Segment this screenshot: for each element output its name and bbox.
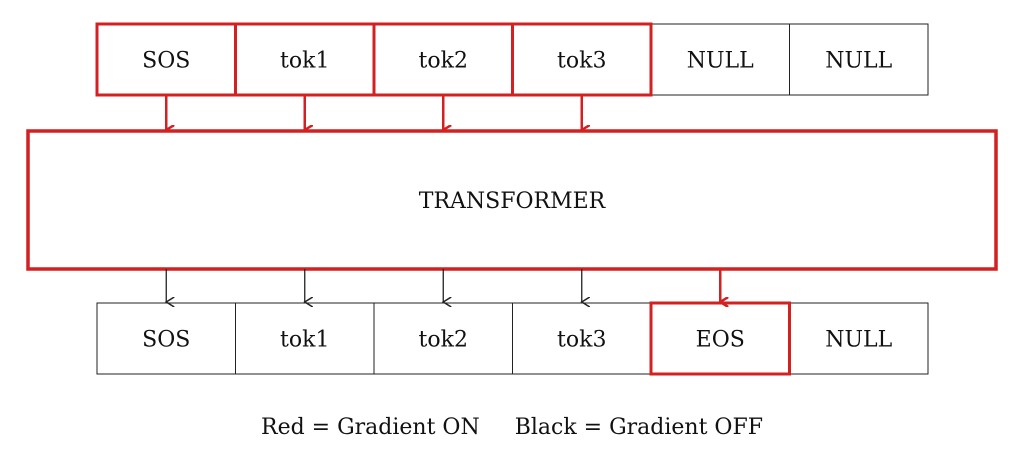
output-token-cell: EOS [649, 301, 791, 376]
output-token-cell: SOS [96, 302, 236, 375]
output-token-cell: NULL [789, 302, 929, 375]
input-token-label: SOS [142, 49, 190, 74]
output-token-label: tok1 [280, 328, 329, 353]
output-token-cell: tok1 [235, 302, 375, 375]
input-token-label: NULL [687, 49, 754, 74]
output-arrows [166, 269, 720, 302]
input-token-cell: NULL [650, 23, 790, 96]
output-token-label: tok2 [419, 328, 468, 353]
transformer-block: TRANSFORMER [26, 129, 998, 271]
transformer-box [26, 129, 998, 271]
output-token-cell: tok3 [512, 302, 652, 375]
input-token-cell: tok3 [511, 22, 653, 97]
input-token-label: tok1 [280, 49, 329, 74]
input-token-cell: NULL [789, 23, 929, 96]
transformer-label: TRANSFORMER [419, 189, 607, 214]
input-token-cell: tok2 [372, 22, 514, 97]
output-token-box [649, 301, 791, 376]
output-token-label: SOS [142, 328, 190, 353]
output-token-label: tok3 [557, 328, 606, 353]
output-token-label: NULL [825, 328, 892, 353]
legend: Red = Gradient ON Black = Gradient OFF [261, 415, 763, 440]
output-token-label: EOS [696, 328, 745, 353]
input-token-cell: SOS [95, 22, 237, 97]
input-token-label: NULL [825, 49, 892, 74]
input-token-cell: tok1 [234, 22, 376, 97]
input-arrows [166, 95, 582, 130]
input-token-box [789, 23, 929, 96]
input-token-row: NULL NULL SOS tok1 tok2 tok3 [95, 22, 929, 97]
input-token-label: tok2 [419, 49, 468, 74]
output-token-row: SOS tok1 tok2 tok3 NULL EOS [96, 301, 929, 376]
input-token-label: tok3 [557, 49, 606, 74]
output-token-cell: tok2 [373, 302, 513, 375]
